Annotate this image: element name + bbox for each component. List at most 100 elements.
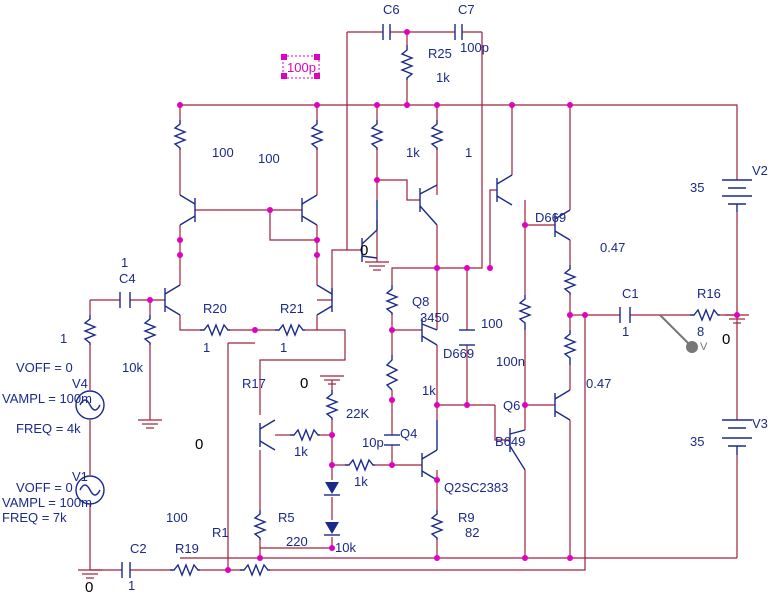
label-vampl2: VAMPL = 100m bbox=[2, 495, 92, 510]
label-c2-value: 1 bbox=[128, 578, 135, 593]
resistor-047-bot bbox=[563, 330, 577, 365]
resistor-r1 bbox=[240, 563, 270, 577]
label-r-100c: 100 bbox=[166, 510, 188, 525]
label-resistor-1k: 1k bbox=[406, 145, 420, 160]
diodes bbox=[324, 482, 340, 536]
resistor-r20 bbox=[200, 323, 230, 337]
label-q8: Q8 bbox=[412, 294, 429, 309]
label-vampl1: VAMPL = 100m bbox=[2, 391, 92, 406]
resistor-1k-q4 bbox=[345, 458, 375, 472]
resistor-10k bbox=[143, 315, 157, 345]
resistor-r19 bbox=[170, 563, 200, 577]
grounds bbox=[78, 258, 749, 579]
node-dots bbox=[147, 29, 740, 573]
label-d-10k: 10k bbox=[335, 540, 356, 555]
resistor-22k bbox=[325, 390, 339, 420]
resistor-r16 bbox=[690, 308, 720, 322]
label-d669-top: D669 bbox=[535, 210, 566, 225]
labels: C6 C7 R25 100p 1k 100p 100 100 1k 1 V2 3… bbox=[2, 2, 768, 596]
label-r17: R17 bbox=[242, 376, 266, 391]
resistor-vbe-bot bbox=[385, 355, 399, 391]
resistor-vbe-top bbox=[385, 285, 399, 315]
label-r-1k-c: 1k bbox=[294, 444, 308, 459]
transistors bbox=[164, 174, 571, 481]
label-b649: B649 bbox=[495, 434, 525, 449]
label-resistor-100a: 100 bbox=[212, 145, 234, 160]
selected-part-marker[interactable] bbox=[281, 54, 320, 79]
capacitors bbox=[119, 24, 631, 578]
label-r16-value: 8 bbox=[697, 324, 704, 339]
label-voff1: VOFF = 0 bbox=[16, 360, 73, 375]
label-selected-value: 100p bbox=[287, 60, 316, 75]
label-r-100n: 100n bbox=[496, 354, 525, 369]
resistor-r21 bbox=[275, 323, 305, 337]
label-r-22k: 22K bbox=[346, 406, 369, 421]
label-r9-value: 82 bbox=[465, 525, 479, 540]
label-resistor-1: 1 bbox=[465, 145, 472, 160]
label-q8-value: 3450 bbox=[420, 310, 449, 325]
label-freq2: FREQ = 7k bbox=[2, 510, 67, 525]
label-c-100: 100 bbox=[481, 316, 503, 331]
label-047-bot: 0.47 bbox=[586, 376, 611, 391]
label-v2-value: 35 bbox=[690, 180, 704, 195]
resistor-input bbox=[83, 315, 97, 345]
label-q6: Q6 bbox=[503, 398, 520, 413]
label-c7: C7 bbox=[458, 2, 475, 17]
label-r25: R25 bbox=[428, 46, 452, 61]
label-c7-value: 100p bbox=[460, 40, 489, 55]
label-v3: V3 bbox=[752, 416, 768, 431]
label-c1-value: 1 bbox=[622, 324, 629, 339]
resistor-r5 bbox=[253, 510, 267, 540]
label-gnd-q: 0 bbox=[360, 242, 368, 259]
label-resistor-100b: 100 bbox=[258, 151, 280, 166]
label-v3-value: 35 bbox=[690, 434, 704, 449]
label-047-top: 0.47 bbox=[600, 240, 625, 255]
ground-mid bbox=[320, 375, 344, 385]
label-c2: C2 bbox=[130, 541, 147, 556]
resistor-100a bbox=[173, 120, 187, 150]
label-freq1: FREQ = 4k bbox=[16, 421, 81, 436]
resistor-047-top bbox=[563, 265, 577, 295]
voltage-probe[interactable] bbox=[659, 314, 698, 353]
label-r1: R1 bbox=[212, 525, 229, 540]
label-probe: V bbox=[700, 341, 708, 353]
label-r21: R21 bbox=[280, 301, 304, 316]
label-voff2: VOFF = 0 bbox=[16, 480, 73, 495]
label-gnd-right: 0 bbox=[722, 331, 730, 348]
label-r16: R16 bbox=[697, 286, 721, 301]
label-r-1k-d: 1k bbox=[354, 474, 368, 489]
resistor-1-vas bbox=[430, 120, 444, 150]
resistor-1k-vas bbox=[370, 120, 384, 150]
ground-q0 bbox=[365, 258, 389, 271]
label-r5: R5 bbox=[278, 510, 295, 525]
label-r5-value: 220 bbox=[286, 534, 308, 549]
ground-bottom bbox=[78, 569, 102, 579]
label-r20: R20 bbox=[203, 301, 227, 316]
label-r25-value: 1k bbox=[436, 70, 450, 85]
label-c4-value: 1 bbox=[121, 255, 128, 270]
label-r-10k: 10k bbox=[122, 360, 143, 375]
label-gnd-bot: 0 bbox=[85, 579, 93, 596]
resistor-100b bbox=[310, 120, 324, 150]
label-v1: V1 bbox=[72, 469, 88, 484]
label-r21-value: 1 bbox=[280, 340, 287, 355]
label-c1: C1 bbox=[622, 286, 639, 301]
label-c4: C4 bbox=[119, 271, 136, 286]
sources bbox=[75, 179, 752, 505]
resistor-100-out bbox=[518, 295, 532, 330]
label-v4: V4 bbox=[72, 376, 88, 391]
label-c6: C6 bbox=[383, 2, 400, 17]
resistor-1k-r17 bbox=[290, 428, 320, 442]
label-r19: R19 bbox=[175, 541, 199, 556]
label-c-10p: 10p bbox=[362, 435, 384, 450]
label-q4: Q4 bbox=[400, 426, 417, 441]
label-r20-value: 1 bbox=[203, 340, 210, 355]
resistors bbox=[83, 45, 720, 577]
label-d669-mid: D669 bbox=[443, 346, 474, 361]
label-q2: Q2SC2383 bbox=[444, 480, 508, 495]
resistor-r25 bbox=[400, 45, 414, 80]
label-r9: R9 bbox=[458, 510, 475, 525]
label-zero-left: 0 bbox=[195, 436, 203, 453]
